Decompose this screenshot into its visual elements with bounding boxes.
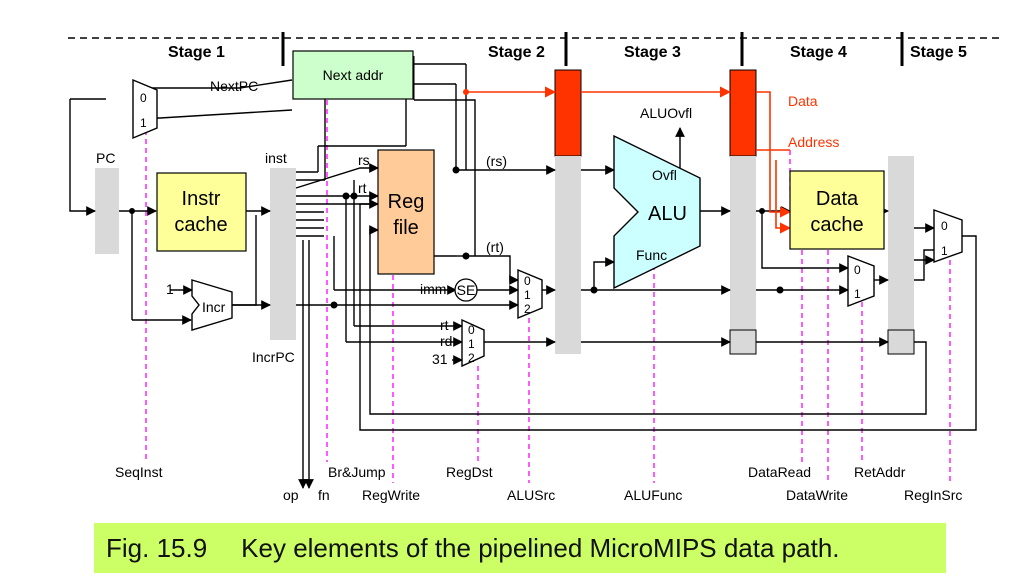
stage4-small-register [887,329,915,355]
aluovfl-label: ALUOvfl [640,105,692,121]
rt-paren-label: (rt) [486,239,504,255]
alufunc-label: ALUFunc [624,487,682,503]
incr-block: Incr 1 [166,279,233,331]
stage-1-label: Stage 1 [168,44,225,61]
figure-caption: Fig. 15.9 Key elements of the pipelined … [94,523,946,573]
retaddr-mux-in0: 0 [854,263,861,277]
rt2-label: rt [440,317,449,333]
data-cache-line1: Data [816,188,859,210]
instr-cache-line1: Instr [182,188,221,210]
stage-header: Stage 1 Stage 2 Stage 3 Stage 4 Stage 5 [68,32,1004,66]
retaddr-mux: 0 1 [847,254,875,308]
se-label: SE [457,282,476,298]
alu-block: Ovfl ALU Func [613,134,701,290]
alusrc-label: ALUSrc [507,487,555,503]
alusrc-mux-in0: 0 [524,274,531,288]
pc-mux-in0: 0 [140,91,147,105]
junctions [129,166,784,309]
stage3-red-register [729,69,757,157]
retaddr-mux-in1: 1 [854,287,861,301]
regdst-mux-in1: 1 [468,337,475,351]
stage-5-label: Stage 5 [910,44,967,61]
reginsrc-mux: 0 1 [933,209,963,263]
incr-label: Incr [202,299,226,315]
pc-mux-in1: 1 [140,116,147,130]
pipeline-registers [95,69,915,355]
alusrc-mux: 0 1 2 [517,268,543,320]
reginsrc-mux-in1: 1 [941,244,948,258]
dataread-label: DataRead [748,464,811,480]
rs-paren-label: (rs) [486,153,507,169]
brjump-label: Br&Jump [328,464,386,480]
alusrc-mux-in2: 2 [524,302,531,316]
op-label: op [283,487,299,503]
alu-label: ALU [648,203,687,225]
alu-func-label: Func [636,247,667,263]
signal-labels: SeqInst Br&Jump RegDst DataRead RetAddr … [115,464,962,503]
regdst-mux-in0: 0 [468,323,475,337]
seqinst-label: SeqInst [115,464,163,480]
regdst-mux: 0 1 2 rt rd 31 [432,317,485,368]
n31-label: 31 [432,351,448,367]
instr-cache-block: Instr cache [156,172,247,252]
fn-label: fn [318,487,330,503]
next-addr-block: Next addr [292,50,415,100]
regdst-label: RegDst [446,464,493,480]
wires [69,63,977,489]
address-label: Address [788,134,839,150]
reginsrc-label: RegInSrc [904,487,962,503]
alu-ovfl-label: Ovfl [652,167,677,183]
se-block: imm SE [420,278,478,302]
pc-label: PC [96,150,115,166]
pc-mux: 0 1 [132,78,158,140]
stage2-red-register [554,69,582,157]
caption-text: Key elements of the pipelined MicroMIPS … [241,532,840,563]
nextpc-label: NextPC [210,78,258,94]
incrpc-register [270,254,296,340]
rs-label: rs [358,152,370,168]
reginsrc-mux-in0: 0 [941,219,948,233]
rd-label: rd [440,333,452,349]
incrpc-label: IncrPC [252,349,295,365]
datapath-diagram: Stage 1 Stage 2 Stage 3 Stage 4 Stage 5 [68,32,1004,503]
stage4-register [888,156,914,354]
data-label: Data [788,93,818,109]
imm-label: imm [420,281,446,297]
stage-4-label: Stage 4 [790,44,847,61]
stage-2-label: Stage 2 [488,44,545,61]
inst-label: inst [265,150,287,166]
retaddr-label: RetAddr [854,464,906,480]
reg-file-block: Reg file [377,149,435,275]
stage2-register [555,156,581,354]
data-cache-line2: cache [810,214,863,236]
reg-file-line1: Reg [388,191,425,213]
regdst-mux-in2: 2 [468,351,475,365]
reg-file-line2: file [393,217,419,239]
data-cache-block: Data cache [789,170,885,250]
regwrite-label: RegWrite [362,487,420,503]
datawrite-label: DataWrite [786,487,848,503]
alusrc-mux-in1: 1 [524,288,531,302]
next-addr-label: Next addr [323,67,384,83]
caption-number: Fig. 15.9 [106,532,208,563]
red-data-path [466,86,792,234]
instr-cache-line2: cache [174,214,227,236]
pc-register [95,168,119,254]
inst-register [270,168,296,254]
stage-3-label: Stage 3 [624,44,681,61]
stage3-register [730,156,756,354]
rt-label: rt [358,180,367,196]
stage3-small-register [729,329,757,355]
incr-one-label: 1 [166,281,174,297]
